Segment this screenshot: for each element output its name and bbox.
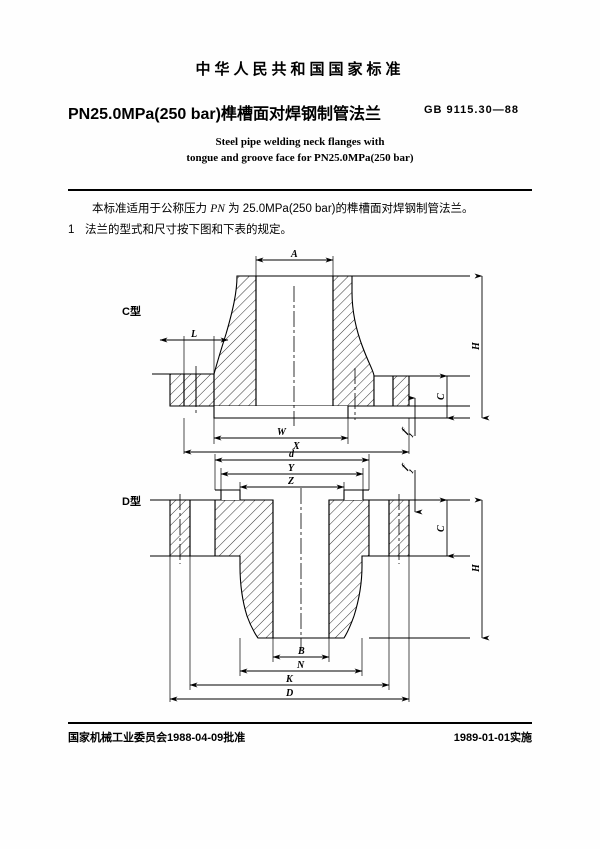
dimension-label-Y: Y <box>288 463 295 474</box>
clause-number: 1 <box>68 224 75 236</box>
dimension-L: L <box>159 329 229 343</box>
dimension-D: D <box>169 688 410 702</box>
dimension-B: B <box>272 646 330 660</box>
scope-paragraph: 本标准适用于公称压力 PN 为 25.0MPa(250 bar)的榫槽面对焊钢制… <box>68 200 532 219</box>
scope-text-part2: 为 25.0MPa(250 bar)的榫槽面对焊钢制管法兰。 <box>224 203 474 215</box>
clause-text: 法兰的型式和尺寸按下图和下表的规定。 <box>85 224 292 236</box>
dimension-label-H-d: H <box>471 563 482 573</box>
clause-1: 1 法兰的型式和尺寸按下图和下表的规定。 <box>68 221 532 240</box>
dimension-C: C <box>436 373 455 421</box>
dimension-f1-d: f 1 <box>399 461 423 515</box>
dimension-d: d <box>214 449 370 463</box>
scope-text-part1: 本标准适用于公称压力 <box>92 203 211 215</box>
dimension-label-C: C <box>436 393 447 400</box>
dimension-N: N <box>239 660 363 674</box>
dimension-label-A: A <box>290 249 298 260</box>
dimension-label-X: X <box>292 441 300 452</box>
standard-number: GB 9115.30—88 <box>424 104 519 116</box>
dimension-label-W: W <box>277 427 287 438</box>
centerline-group <box>195 286 356 426</box>
english-title: Steel pipe welding neck flanges with ton… <box>0 134 600 166</box>
dimension-label-C-d: C <box>436 525 447 532</box>
dimension-H-d: H <box>471 497 490 641</box>
dimension-label-f1-d-subscript: 1 <box>407 468 416 475</box>
dimension-label-f1-subscript: 1 <box>407 432 416 439</box>
scope-pn-symbol: PN <box>210 203 225 215</box>
page-title: PN25.0MPa(250 bar)榫槽面对焊钢制管法兰 <box>68 106 381 123</box>
national-standard-heading: 中华人民共和国国家标准 <box>195 61 405 78</box>
dimension-label-K: K <box>285 674 294 685</box>
dimension-label-L: L <box>190 329 197 340</box>
dimension-A: A <box>255 249 334 263</box>
dimension-label-f1-d: f <box>399 461 411 471</box>
dimension-label-D: D <box>285 688 293 699</box>
scope-section: 本标准适用于公称压力 PN 为 25.0MPa(250 bar)的榫槽面对焊钢制… <box>68 200 532 240</box>
dimension-C-d: C <box>436 497 455 559</box>
english-title-line1: Steel pipe welding neck flanges with <box>215 136 385 148</box>
figure-type-d-flange-section: d Y Z B N <box>150 449 490 702</box>
dimension-label-N: N <box>296 660 305 671</box>
dimension-label-H: H <box>471 341 482 351</box>
footer-implementation: 1989-01-01实施 <box>453 732 532 744</box>
english-title-line2: tongue and groove face for PN25.0MPa(250… <box>186 152 414 164</box>
technical-drawings: C型 D型 <box>0 248 600 708</box>
footer-approval: 国家机械工业委员会1988-04-09批准 <box>68 732 246 744</box>
figure-label-type-d: D型 <box>122 496 141 508</box>
header-divider <box>68 189 532 191</box>
figure-type-c-flange-section: A L W X C <box>152 249 490 455</box>
footer-divider <box>68 722 532 724</box>
dimension-label-f1: f <box>399 425 411 435</box>
dimension-W: W <box>213 427 349 441</box>
dimension-Z: Z <box>239 476 345 490</box>
dimension-f1: f 1 <box>399 395 416 439</box>
dimension-K: K <box>189 674 390 688</box>
dimension-X: X <box>183 441 410 455</box>
dimension-H: H <box>471 273 490 421</box>
dimension-label-d: d <box>289 449 295 460</box>
dimension-Y: Y <box>220 463 364 477</box>
title-row: PN25.0MPa(250 bar)榫槽面对焊钢制管法兰 GB 9115.30—… <box>0 100 600 126</box>
figure-label-type-c: C型 <box>122 306 141 318</box>
dimension-label-Z: Z <box>287 476 294 487</box>
dimension-label-B: B <box>297 646 305 657</box>
